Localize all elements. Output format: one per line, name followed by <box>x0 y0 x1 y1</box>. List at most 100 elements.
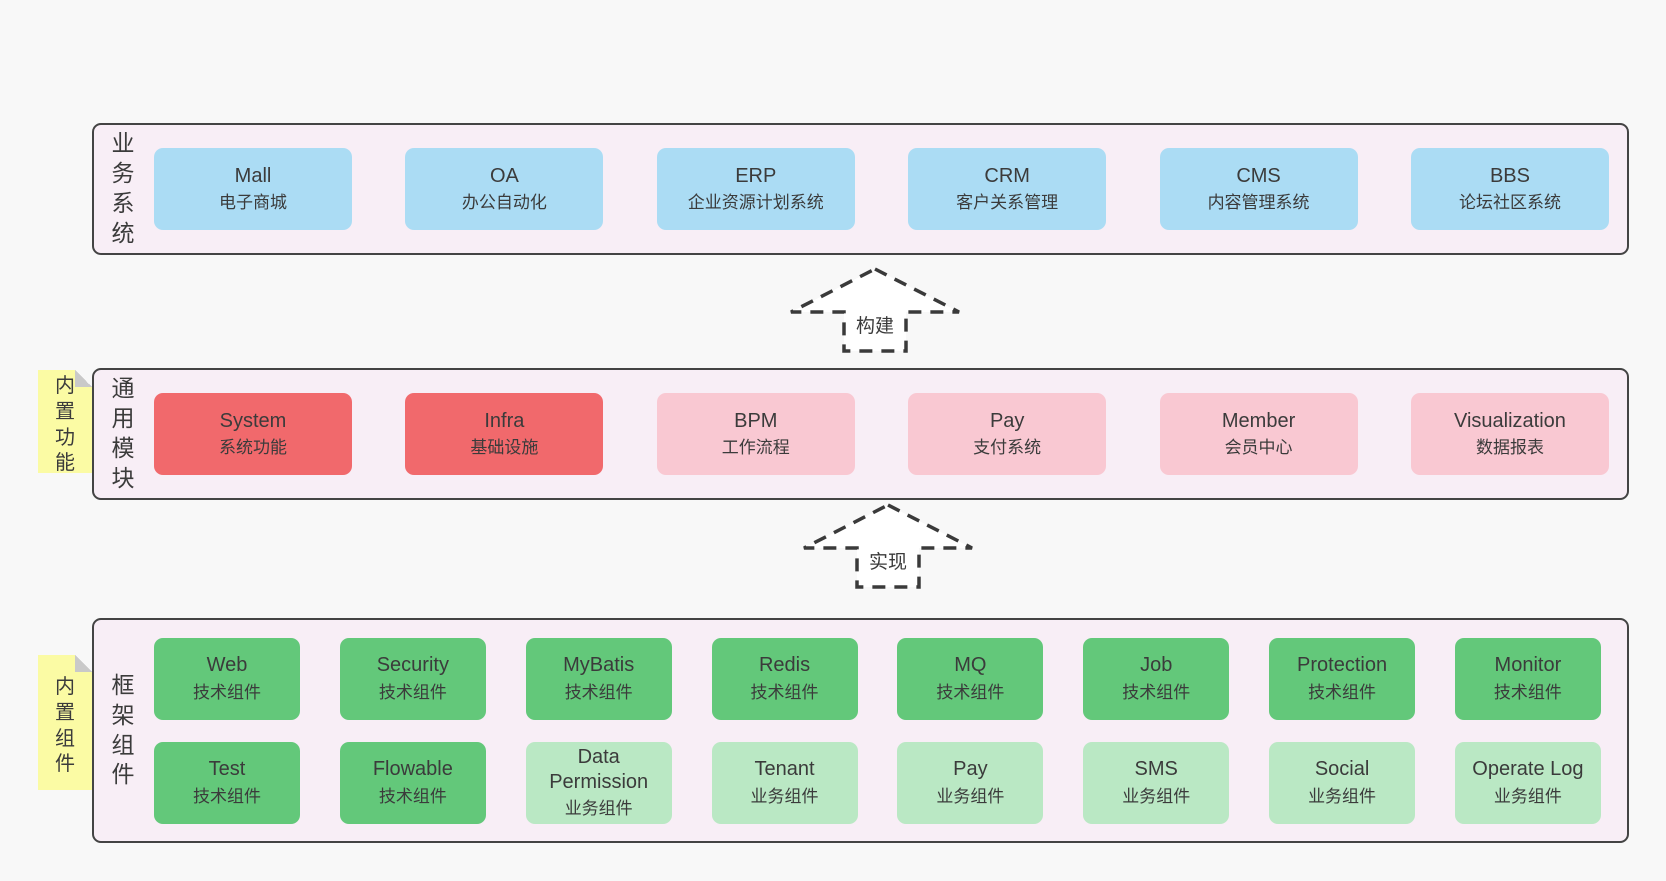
box-monitor: Monitor 技术组件 <box>1454 637 1601 720</box>
layer-label-business-systems: 业务系统 <box>111 130 135 246</box>
box-subtitle: 技术组件 <box>193 786 261 806</box>
box-title: Test <box>208 758 246 781</box>
box-title: Monitor <box>1494 654 1562 677</box>
box-mall: Mall 电子商城 <box>154 148 352 230</box>
box-test: Test 技术组件 <box>154 741 300 824</box>
box-crm: CRM 客户关系管理 <box>908 148 1107 230</box>
box-title: Security <box>376 654 449 677</box>
box-subtitle: 技术组件 <box>1308 682 1377 702</box>
box-subtitle: 工作流程 <box>721 438 790 458</box>
box-tenant: Tenant 业务组件 <box>711 741 858 824</box>
sticky-note-built-in-components: 内置组件 <box>38 655 92 790</box>
box-subtitle: 业务组件 <box>936 786 1005 806</box>
sticky-note-built-in-features: 内置功能 <box>38 370 92 475</box>
box-title: Pay <box>989 409 1025 432</box>
box-title: Protection <box>1297 654 1388 677</box>
box-cms: CMS 内容管理系统 <box>1159 148 1358 230</box>
box-member: Member 会员中心 <box>1159 393 1358 475</box>
box-title: Social <box>1314 758 1370 781</box>
box-title: BPM <box>734 409 778 432</box>
box-subtitle: 技术组件 <box>378 786 447 806</box>
box-subtitle: 会员中心 <box>1224 438 1293 458</box>
box-subtitle: 技术组件 <box>1122 682 1191 702</box>
box-subtitle: 办公自动化 <box>461 193 547 213</box>
layer-label-framework-components: 框架组件 <box>111 671 135 788</box>
layer-common-modules: 通用模块 System 系统功能 Infra 基础设施 BPM 工作流程 Pay… <box>92 368 1629 500</box>
box-oa: OA 办公自动化 <box>405 148 604 230</box>
implement-arrow-label: 实现 <box>865 546 911 575</box>
layer-side: 通用模块 <box>94 370 152 498</box>
box-subtitle: 客户关系管理 <box>956 193 1059 213</box>
box-subtitle: 企业资源计划系统 <box>687 193 824 213</box>
box-sms: SMS 业务组件 <box>1083 741 1230 824</box>
box-subtitle: 业务组件 <box>1122 786 1191 806</box>
layer-business-systems: 业务系统 Mall 电子商城 OA 办公自动化 ERP 企业资源计划系统 CRM… <box>92 123 1629 255</box>
box-visualization: Visualization 数据报表 <box>1410 393 1609 475</box>
layer1-boxes: Mall 电子商城 OA 办公自动化 ERP 企业资源计划系统 CRM 客户关系… <box>152 125 1627 253</box>
box-infra: Infra 基础设施 <box>405 393 604 475</box>
box-subtitle: 业务组件 <box>564 799 633 819</box>
box-erp: ERP 企业资源计划系统 <box>656 148 855 230</box>
box-bbs: BBS 论坛社区系统 <box>1410 148 1609 230</box>
box-subtitle: 内容管理系统 <box>1207 193 1310 213</box>
box-mybatis: MyBatis 技术组件 <box>525 637 672 720</box>
box-title: System <box>219 409 287 432</box>
layer-framework-components: 框架组件 Web 技术组件 Security 技术组件 MyBatis 技术组件… <box>92 618 1629 843</box>
box-title: Member <box>1221 409 1296 432</box>
box-protection: Protection 技术组件 <box>1269 637 1416 720</box>
box-subtitle: 基础设施 <box>470 438 539 458</box>
box-title: Redis <box>758 654 811 677</box>
box-title: BBS <box>1489 164 1530 187</box>
layer3-row-2: Test 技术组件 Flowable 技术组件 Data Permission … <box>154 741 1601 824</box>
box-redis: Redis 技术组件 <box>711 637 858 720</box>
box-subtitle: 技术组件 <box>750 682 819 702</box>
implement-arrow: 实现 <box>798 502 978 590</box>
box-security: Security 技术组件 <box>339 637 486 720</box>
box-subtitle: 支付系统 <box>973 438 1042 458</box>
box-title: Infra <box>484 409 525 432</box>
box-title: MQ <box>954 654 987 677</box>
box-title: OA <box>489 164 519 187</box>
box-subtitle: 技术组件 <box>378 682 447 702</box>
box-web: Web 技术组件 <box>154 637 300 720</box>
box-subtitle: 技术组件 <box>193 682 261 702</box>
box-subtitle: 技术组件 <box>1493 682 1562 702</box>
box-title: Visualization <box>1453 409 1566 432</box>
box-job: Job 技术组件 <box>1083 637 1230 720</box>
box-title: Flowable <box>372 758 453 781</box>
box-mq: MQ 技术组件 <box>897 637 1044 720</box>
box-subtitle: 业务组件 <box>1493 786 1562 806</box>
box-title: Mall <box>234 164 272 187</box>
box-subtitle: 数据报表 <box>1475 438 1544 458</box>
layer-side: 框架组件 <box>94 620 152 841</box>
box-title: MyBatis <box>563 654 635 677</box>
build-arrow-label: 构建 <box>852 310 898 339</box>
box-operate-log: Operate Log 业务组件 <box>1454 741 1601 824</box>
box-title: Tenant <box>754 758 815 781</box>
box-title: CRM <box>984 164 1030 187</box>
box-subtitle: 技术组件 <box>936 682 1005 702</box>
build-arrow: 构建 <box>785 266 965 354</box>
box-data-permission: Data Permission 业务组件 <box>525 741 672 824</box>
box-subtitle: 电子商城 <box>219 193 287 213</box>
box-title: CMS <box>1236 164 1281 187</box>
layer-label-common-modules: 通用模块 <box>111 375 135 491</box>
sticky-note-label: 内置功能 <box>55 375 75 475</box>
box-subtitle: 论坛社区系统 <box>1458 193 1561 213</box>
box-title: SMS <box>1134 758 1178 781</box>
sticky-fold-icon <box>75 655 92 672</box>
box-title: Job <box>1140 654 1173 677</box>
layer3-boxes: Web 技术组件 Security 技术组件 MyBatis 技术组件 Redi… <box>152 620 1627 841</box>
box-social: Social 业务组件 <box>1269 741 1416 824</box>
box-title: Operate Log <box>1472 758 1584 781</box>
box-title: ERP <box>735 164 777 187</box>
sticky-note-label: 内置组件 <box>55 676 75 776</box>
box-pay: Pay 支付系统 <box>908 393 1107 475</box>
layer3-row-1: Web 技术组件 Security 技术组件 MyBatis 技术组件 Redi… <box>154 637 1601 720</box>
box-subtitle: 业务组件 <box>750 786 819 806</box>
box-flowable: Flowable 技术组件 <box>339 741 486 824</box>
layer2-boxes: System 系统功能 Infra 基础设施 BPM 工作流程 Pay 支付系统… <box>152 370 1627 498</box>
layer-side: 业务系统 <box>94 125 152 253</box>
box-pay-biz: Pay 业务组件 <box>897 741 1044 824</box>
